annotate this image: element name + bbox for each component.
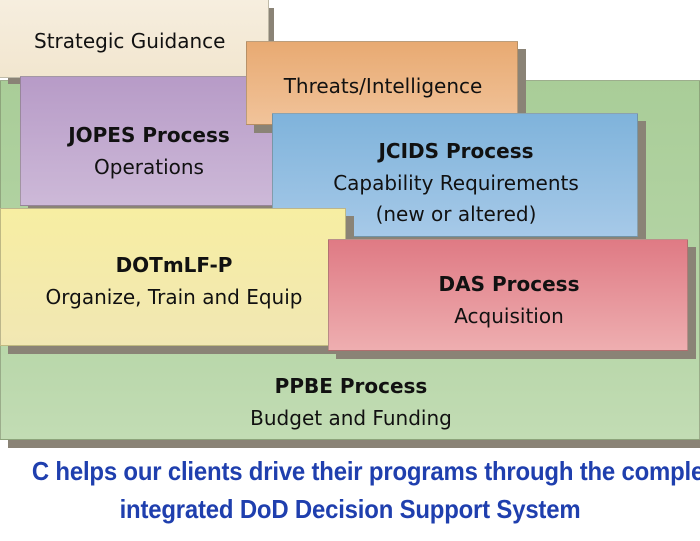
threats-intelligence-label: Threats/Intelligence	[283, 74, 483, 98]
caption-line-2: integrated DoD Decision Support System	[119, 494, 581, 524]
jopes-process-box: JOPES Process Operations	[20, 76, 276, 206]
das-subtitle: Acquisition	[454, 304, 564, 328]
ppbe-subtitle: Budget and Funding	[250, 406, 452, 430]
strategic-guidance-label: Strategic Guidance	[34, 29, 226, 53]
caption-line-1: C helps our clients drive their programs…	[31, 456, 700, 486]
dotmlf-title: DOTmLF-P	[115, 253, 233, 277]
jcids-title: JCIDS Process	[378, 139, 534, 163]
threats-intelligence-box: Threats/Intelligence	[246, 41, 518, 125]
strategic-guidance-box: Strategic Guidance	[0, 0, 269, 78]
das-process-box: DAS Process Acquisition	[328, 239, 688, 351]
jcids-subtitle-line-2: (new or altered)	[375, 202, 537, 226]
jopes-subtitle: Operations	[94, 155, 204, 179]
das-title: DAS Process	[438, 272, 580, 296]
ppbe-title: PPBE Process	[274, 374, 428, 398]
jcids-subtitle-line-1: Capability Requirements	[333, 171, 579, 195]
dotmlf-p-box: DOTmLF-P Organize, Train and Equip	[0, 208, 346, 346]
jopes-title: JOPES Process	[68, 123, 230, 147]
dotmlf-subtitle: Organize, Train and Equip	[45, 285, 303, 309]
